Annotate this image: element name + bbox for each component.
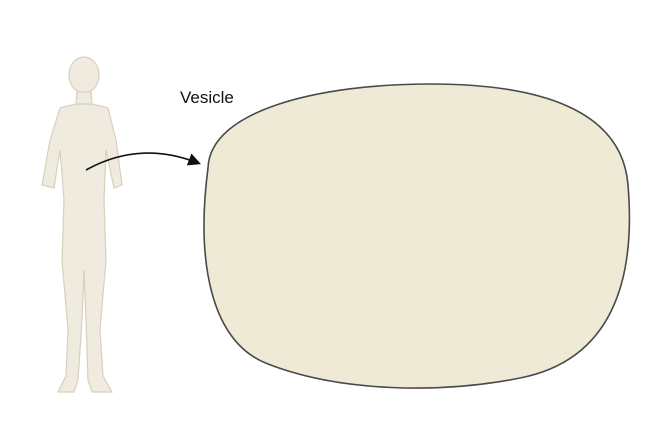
cell-membrane [204, 84, 629, 388]
vesicle-label: Vesicle [180, 88, 234, 108]
human-silhouette-icon [42, 57, 122, 392]
